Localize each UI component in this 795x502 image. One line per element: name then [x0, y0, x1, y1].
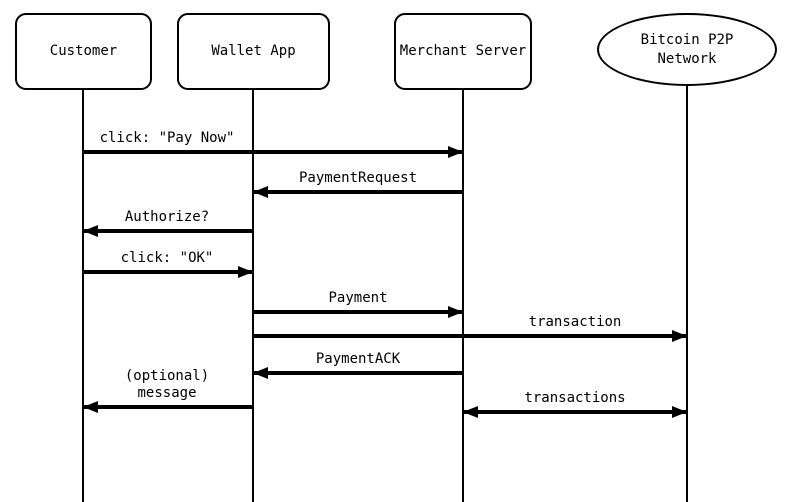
message-label-8: (optional)message: [125, 368, 209, 402]
message-label-line: (optional): [124, 368, 210, 384]
message-label-line: message: [137, 385, 197, 401]
actor-label: Merchant Server: [399, 43, 527, 59]
message-label-6: transaction: [529, 314, 622, 331]
message-label-line: Authorize?: [124, 209, 210, 225]
message-label-5: Payment: [328, 290, 387, 307]
arrowhead-right: [448, 146, 463, 158]
message-label-1: click: "Pay Now": [100, 130, 235, 147]
message-line-9: [463, 410, 687, 414]
message-label-7: PaymentACK: [316, 351, 400, 368]
arrowhead-right: [238, 266, 253, 278]
arrowhead-left: [253, 186, 268, 198]
message-line-8: [83, 405, 253, 409]
lifeline-customer: [82, 88, 84, 502]
arrowhead-right: [448, 306, 463, 318]
message-label-9: transactions: [524, 390, 625, 407]
message-line-2: [253, 190, 463, 194]
actor-label: Network: [657, 50, 717, 67]
lifeline-wallet-app: [252, 88, 254, 502]
message-label-line: transactions: [524, 390, 626, 406]
actor-wallet-app: Wallet App: [177, 13, 330, 90]
message-label-line: PaymentRequest: [298, 170, 418, 186]
message-label-line: PaymentACK: [315, 351, 401, 367]
actor-label: Bitcoin P2P: [640, 31, 734, 48]
arrowhead-left: [253, 367, 268, 379]
message-label-2: PaymentRequest: [299, 170, 417, 187]
arrowhead-left: [83, 225, 98, 237]
arrowhead-left: [83, 401, 98, 413]
message-line-3: [83, 229, 253, 233]
message-label-3: Authorize?: [125, 209, 209, 226]
lifeline-merchant-server: [462, 88, 464, 502]
message-label-line: Payment: [328, 290, 388, 306]
lifeline-bitcoin-p2p-network: [686, 84, 688, 502]
actor-customer: Customer: [15, 13, 152, 90]
message-label-line: click: "Pay Now": [99, 130, 235, 146]
message-line-4: [83, 270, 253, 274]
message-label-4: click: "OK": [121, 250, 214, 267]
actor-label: Customer: [49, 43, 118, 59]
actor-merchant-server: Merchant Server: [394, 13, 532, 90]
message-line-5: [253, 310, 463, 314]
actor-label: Wallet App: [211, 43, 296, 59]
message-line-1: [83, 150, 463, 154]
message-label-line: transaction: [528, 314, 622, 330]
message-line-7: [253, 371, 463, 375]
message-label-line: click: "OK": [120, 250, 214, 266]
arrowhead-left: [463, 406, 478, 418]
actor-bitcoin-p2p-network: Bitcoin P2P Network: [597, 13, 777, 86]
arrowhead-right: [672, 330, 687, 342]
arrowhead-right: [672, 406, 687, 418]
message-line-6: [253, 334, 687, 338]
